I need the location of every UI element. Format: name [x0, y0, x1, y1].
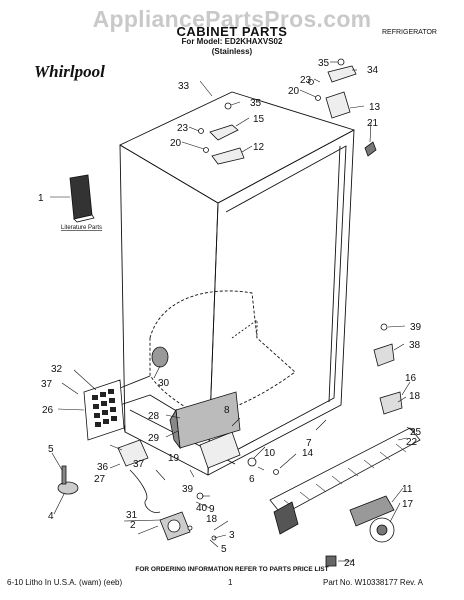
upper-hinge-right	[327, 65, 357, 83]
callout: 36	[97, 462, 109, 473]
callout: 1	[38, 193, 44, 204]
callout: 16	[405, 373, 417, 384]
callout: 5	[221, 544, 227, 555]
callout: 22	[406, 437, 418, 448]
cabinet-side	[119, 144, 219, 476]
water-tube	[129, 469, 161, 513]
callout: 7	[306, 438, 312, 449]
callout: 37	[133, 459, 145, 470]
callout: 39	[182, 484, 194, 495]
model-line: For Model: ED2KHAXVS02	[181, 37, 283, 46]
callout: 33	[178, 81, 190, 92]
callout: 24	[344, 558, 356, 569]
callout: 15	[253, 114, 265, 125]
brand-logo: Whirlpool	[34, 62, 105, 81]
ordering-note: FOR ORDERING INFORMATION REFER TO PARTS …	[135, 566, 329, 573]
callout: 40	[196, 503, 208, 514]
callout: 21	[367, 118, 379, 129]
callout: 2	[130, 520, 136, 531]
callout: 29	[148, 433, 160, 444]
variant-label: (Stainless)	[211, 47, 253, 56]
callout: 32	[51, 364, 63, 375]
callout: 9	[209, 504, 215, 515]
leveling-leg-left	[57, 481, 79, 495]
callout: 34	[367, 65, 379, 76]
callout: 17	[402, 499, 414, 510]
callout: 26	[42, 405, 54, 416]
callout: 6	[249, 474, 255, 485]
callout: 28	[148, 411, 160, 422]
page-title: CABINET PARTS	[176, 24, 288, 39]
callout: 37	[41, 379, 53, 390]
callout: 12	[253, 142, 265, 153]
upper-hinge-left	[209, 124, 239, 141]
callout: 20	[170, 138, 182, 149]
callout: 18	[206, 514, 218, 525]
callout: 30	[158, 378, 170, 389]
callout: 4	[48, 511, 54, 522]
part-number: Part No. W10338177 Rev. A	[323, 578, 423, 587]
callout: 3	[229, 530, 235, 541]
callout: 23	[300, 75, 312, 86]
callout: 35	[250, 98, 262, 109]
callout: 27	[94, 474, 106, 485]
callout: 20	[288, 86, 300, 97]
cabinet-top	[119, 91, 355, 204]
callout: 5	[48, 444, 54, 455]
callout: 14	[302, 448, 314, 459]
callout: 19	[168, 453, 180, 464]
callout: 10	[264, 448, 276, 459]
interior-cutaway	[149, 290, 296, 419]
toe-grille	[269, 427, 421, 516]
callout-labels: 1 2 3 4 5 5 6 7 8 9 10 11 12 13 14 15 16…	[38, 58, 422, 569]
leveling-leg-right	[349, 495, 395, 527]
litho-info: 6-10 Litho In U.S.A. (wam) (eeb)	[7, 578, 123, 587]
callout: 23	[177, 123, 189, 134]
page-number: 1	[228, 578, 233, 587]
literature-label: Literature Parts	[61, 225, 102, 231]
callout: 11	[402, 484, 413, 495]
callout: 18	[409, 391, 421, 402]
category-label: REFRIGERATOR	[382, 29, 437, 36]
callout: 39	[410, 322, 422, 333]
callout: 38	[409, 340, 421, 351]
callout: 13	[369, 102, 381, 113]
cabinet-opening	[215, 145, 347, 462]
callout: 25	[410, 427, 422, 438]
callout: 8	[224, 405, 230, 416]
watermark: AppliancePartsPros.com	[92, 6, 372, 32]
callout: 31	[126, 510, 138, 521]
callout: 35	[318, 58, 330, 69]
lower-hinge-right	[373, 343, 395, 367]
literature-book	[69, 174, 93, 220]
water-fitting	[151, 346, 169, 368]
